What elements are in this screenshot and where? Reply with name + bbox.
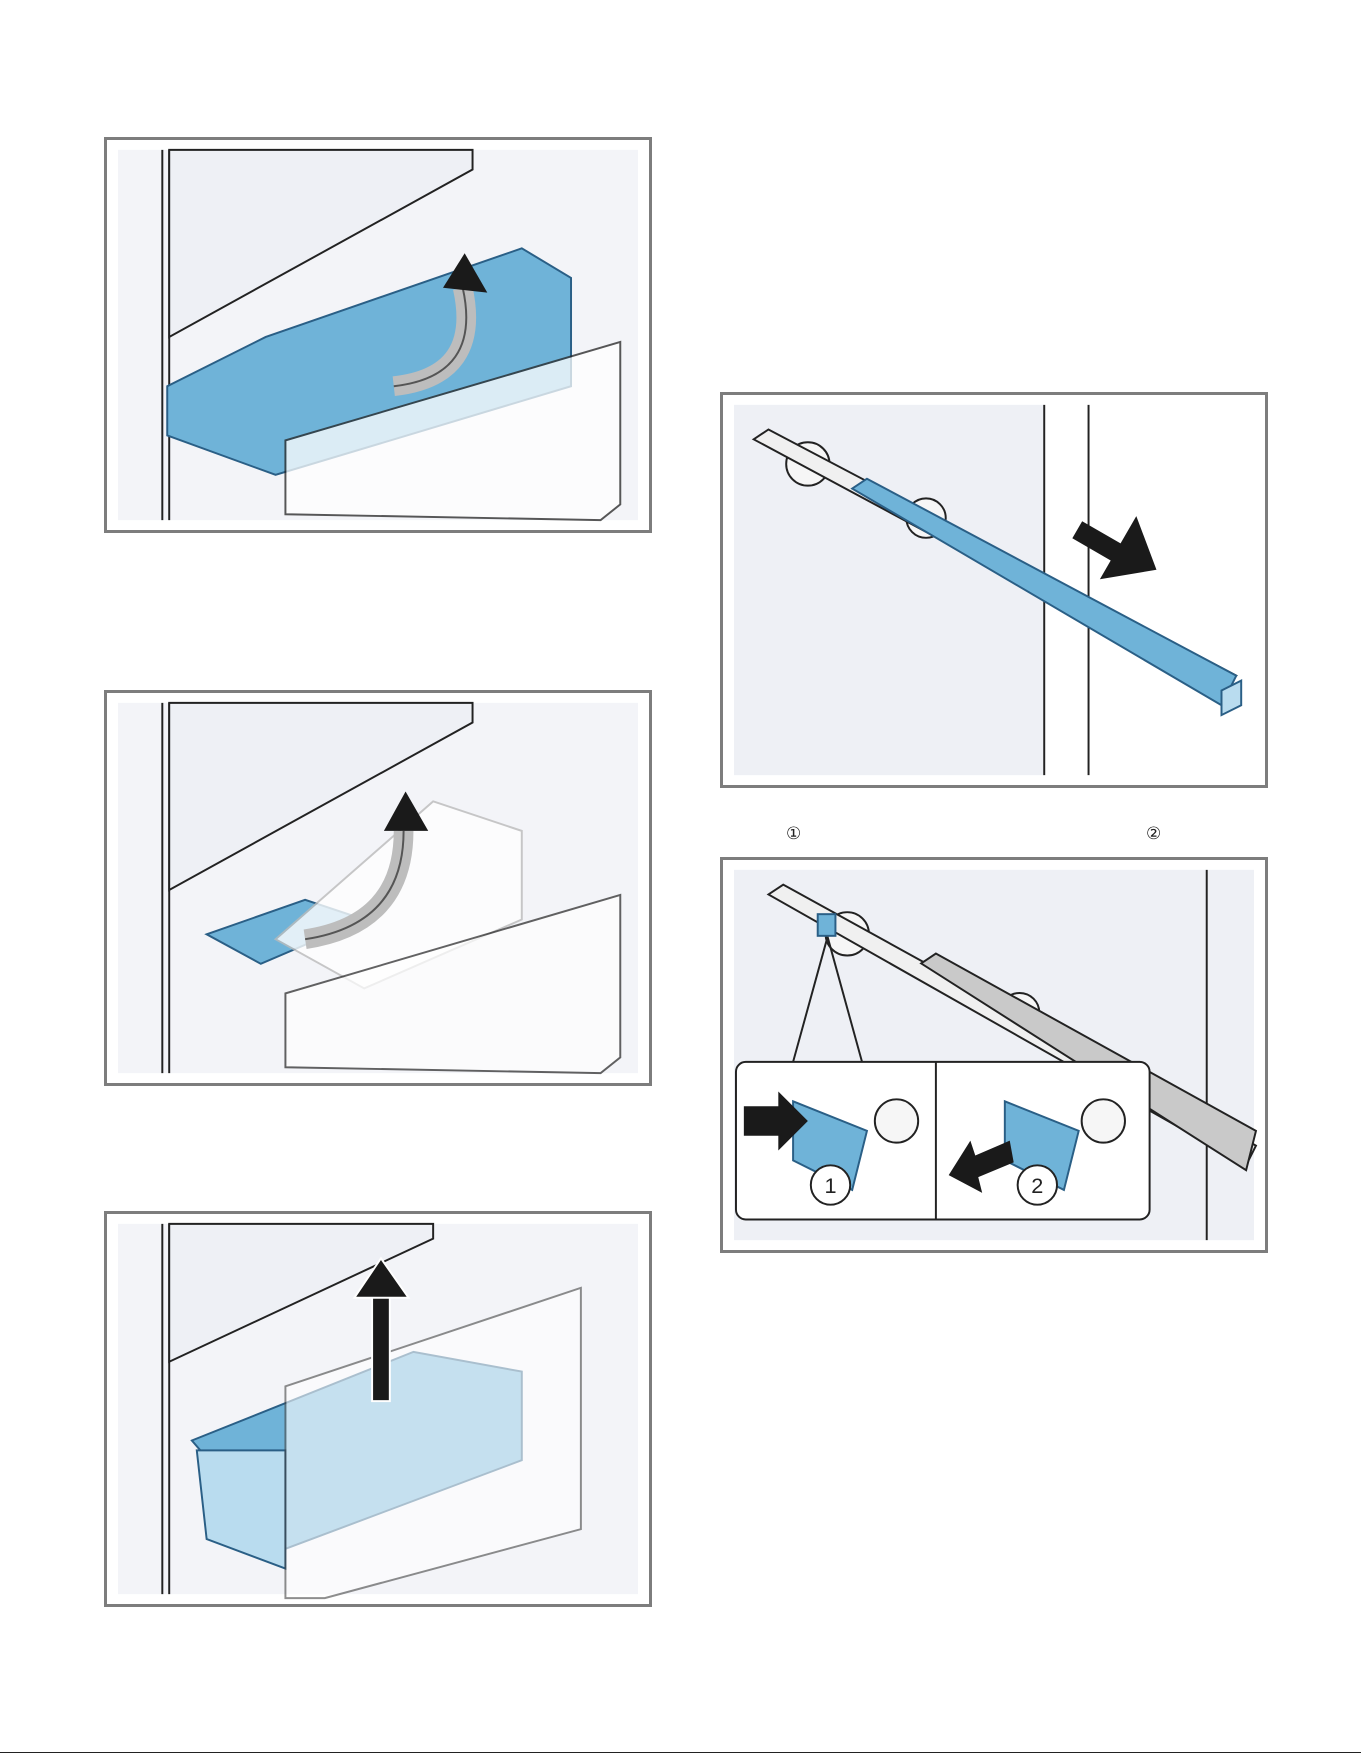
insert-lift-illustration xyxy=(107,693,649,1083)
figure-drawer-remove xyxy=(104,1211,652,1607)
step-marker-2: ② xyxy=(1146,826,1161,843)
rail-pull-illustration xyxy=(723,395,1265,785)
step-marker-1: ① xyxy=(786,826,801,843)
figure-insert-lift xyxy=(104,690,652,1086)
figure-rail-pull xyxy=(720,392,1268,788)
drawer-lid-illustration xyxy=(107,140,649,530)
drawer-remove-illustration xyxy=(107,1214,649,1604)
latch-release-illustration: 1 2 xyxy=(723,860,1265,1250)
figure-drawer-lid-lift xyxy=(104,137,652,533)
callout-2-label: 2 xyxy=(1031,1173,1043,1198)
figure-latch-release: 1 2 xyxy=(720,857,1268,1253)
callout-1-label: 1 xyxy=(824,1173,836,1198)
footer-rule xyxy=(0,1752,1361,1753)
